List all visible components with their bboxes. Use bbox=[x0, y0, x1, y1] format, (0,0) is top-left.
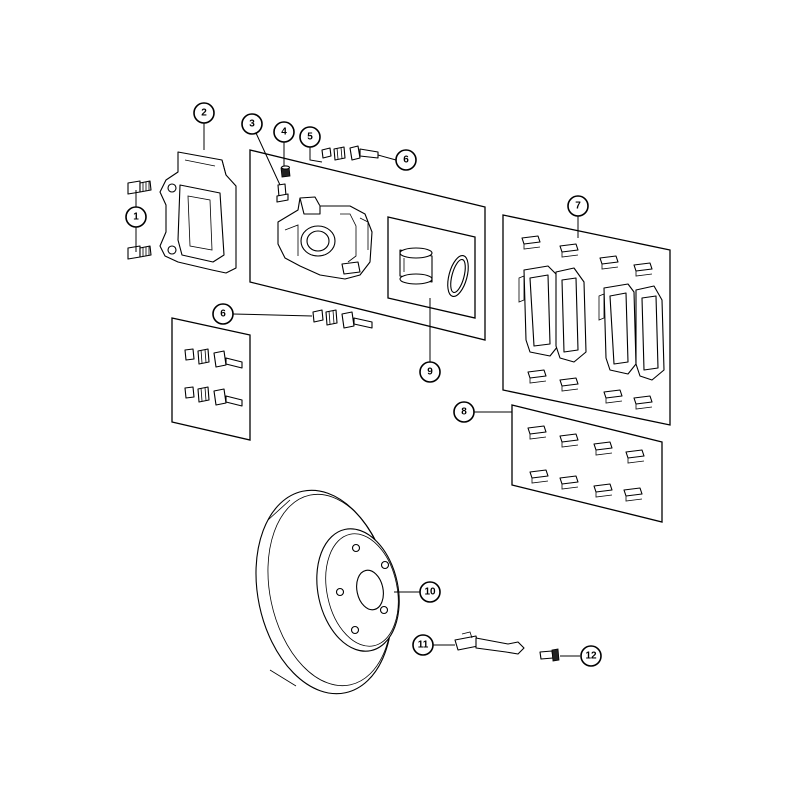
callout-6-lower-label: 6 bbox=[220, 309, 226, 320]
bleeder-screw bbox=[276, 183, 289, 203]
callout-12: 12 bbox=[580, 645, 602, 667]
pad-wear-sensor bbox=[454, 631, 525, 655]
brake-pad-right-inner bbox=[598, 283, 637, 375]
bleeder-cap bbox=[280, 165, 291, 178]
callout-11: 11 bbox=[412, 634, 434, 656]
callout-5-label: 5 bbox=[307, 132, 313, 143]
brake-pad-left-inner bbox=[518, 265, 559, 357]
callout-8: 8 bbox=[453, 401, 475, 423]
callout-2-label: 2 bbox=[201, 108, 207, 119]
callout-10-label: 10 bbox=[424, 587, 436, 598]
guide-pin-kit-panel bbox=[171, 317, 251, 441]
callout-8-label: 8 bbox=[461, 407, 467, 418]
callout-2: 2 bbox=[193, 102, 215, 124]
callout-9-label: 9 bbox=[427, 367, 433, 378]
brake-pad-right-outer bbox=[635, 285, 665, 381]
callout-6-upper: 6 bbox=[395, 149, 417, 171]
caliper-mount-bolt-upper bbox=[127, 180, 152, 195]
caliper-anchor-bracket bbox=[159, 151, 237, 274]
guide-pin-set-lower bbox=[312, 309, 373, 329]
clip-kit-row-1 bbox=[527, 425, 645, 464]
brake-rotor bbox=[255, 489, 400, 695]
callout-11-label: 11 bbox=[418, 640, 429, 651]
callout-4: 4 bbox=[273, 121, 295, 143]
callout-12-label: 12 bbox=[585, 651, 597, 662]
callout-6-lower: 6 bbox=[212, 303, 234, 325]
callout-5: 5 bbox=[299, 126, 321, 148]
piston-seal bbox=[447, 255, 469, 297]
callout-6-upper-label: 6 bbox=[403, 155, 409, 166]
guide-pin-kit-row-2 bbox=[184, 386, 243, 407]
guide-pin-set-upper bbox=[321, 145, 379, 161]
callout-7: 7 bbox=[567, 195, 589, 217]
brake-pad-left-outer bbox=[555, 267, 587, 363]
callout-4-label: 4 bbox=[281, 127, 287, 138]
pad-clips-top-row bbox=[521, 235, 653, 277]
callout-1: 1 bbox=[125, 206, 147, 228]
sensor-screw bbox=[539, 648, 560, 662]
leader-lines bbox=[135, 122, 580, 657]
clip-kit-panel bbox=[511, 404, 663, 523]
callout-10: 10 bbox=[419, 581, 441, 603]
pad-clips-bottom-row bbox=[527, 369, 653, 410]
guide-pin-kit-row-1 bbox=[184, 348, 243, 369]
caliper-housing bbox=[277, 196, 373, 280]
clip-kit-row-2 bbox=[529, 469, 643, 502]
callout-7-label: 7 bbox=[575, 201, 581, 212]
caliper-mount-bolt-lower bbox=[127, 245, 152, 260]
callout-1-label: 1 bbox=[133, 212, 139, 223]
callout-9: 9 bbox=[419, 361, 441, 383]
callout-3-label: 3 bbox=[249, 119, 255, 130]
callout-3: 3 bbox=[241, 113, 263, 135]
caliper-piston bbox=[399, 247, 433, 285]
